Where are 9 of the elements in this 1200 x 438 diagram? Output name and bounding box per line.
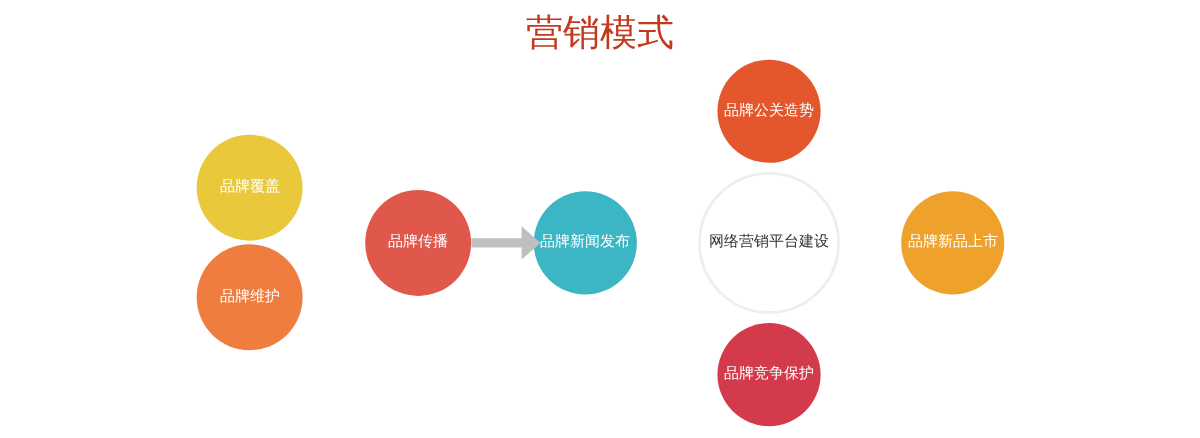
diagram-title: 营销模式: [526, 10, 674, 54]
arrow: [470, 226, 541, 260]
node-circle: 品牌新闻发布: [533, 191, 637, 295]
node-circle: 品牌维护: [196, 244, 303, 351]
node-circle: 品牌公关造势: [716, 59, 821, 163]
node-circle: 品牌竞争保护: [716, 323, 821, 427]
node-circle: 品牌覆盖: [196, 134, 303, 241]
node-circle: 品牌新品上市: [900, 191, 1004, 295]
node-circle: 品牌传播: [364, 190, 471, 296]
